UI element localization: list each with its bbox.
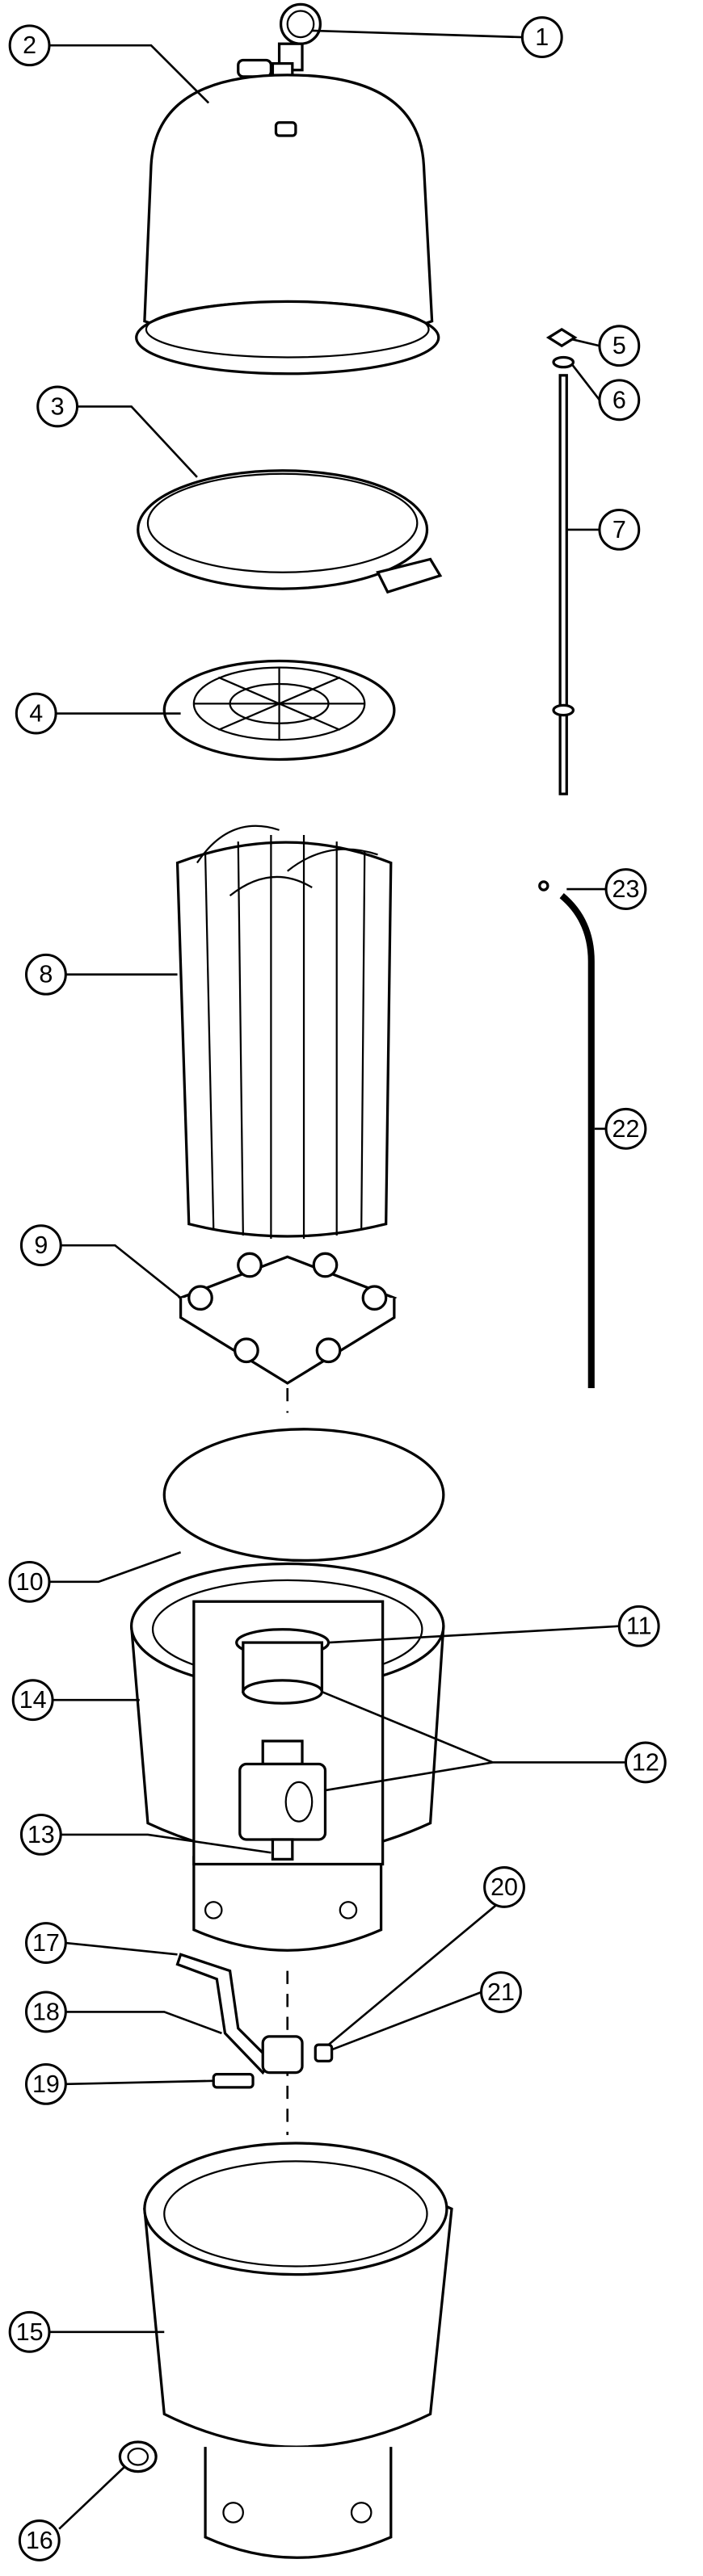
- callout-2: 2: [8, 24, 51, 67]
- callout-6: 6: [598, 379, 641, 422]
- grid-plate-part: [162, 659, 396, 761]
- callout-14: 14: [11, 1679, 54, 1722]
- svg-text:6: 6: [612, 386, 626, 413]
- svg-text:2: 2: [23, 31, 36, 59]
- callout-7: 7: [598, 508, 641, 551]
- callout-11: 11: [617, 1605, 660, 1647]
- tie-rod-assembly-part: [545, 327, 578, 795]
- internal-parts: [235, 1628, 330, 1861]
- callout-18: 18: [24, 1991, 67, 2033]
- svg-text:13: 13: [27, 1821, 55, 1848]
- filter-cartridge-part: [175, 824, 393, 1240]
- callout-13: 13: [19, 1813, 62, 1856]
- svg-text:8: 8: [39, 961, 53, 988]
- callout-1: 1: [520, 16, 563, 58]
- callout-16: 16: [18, 2519, 61, 2561]
- svg-text:23: 23: [612, 875, 640, 903]
- svg-text:17: 17: [32, 1929, 60, 1957]
- svg-text:7: 7: [612, 516, 626, 543]
- svg-text:15: 15: [16, 2318, 44, 2346]
- drain-valve-part: [175, 1953, 334, 2089]
- svg-text:1: 1: [535, 23, 549, 51]
- callout-3: 3: [36, 385, 79, 428]
- air-tube-part: [538, 880, 595, 1388]
- callout-12: 12: [624, 1741, 667, 1784]
- callout-10: 10: [8, 1560, 51, 1603]
- svg-text:18: 18: [32, 1998, 60, 2025]
- callout-4: 4: [15, 692, 57, 735]
- manifold-part: [177, 1252, 398, 1385]
- callout-19: 19: [24, 2062, 67, 2105]
- callout-22: 22: [604, 1107, 647, 1150]
- svg-text:19: 19: [32, 2070, 60, 2098]
- callout-8: 8: [24, 953, 67, 996]
- svg-text:11: 11: [626, 1613, 652, 1640]
- callout-17: 17: [24, 1922, 67, 1964]
- svg-text:21: 21: [487, 1978, 515, 2006]
- drain-plug-part: [118, 2440, 158, 2473]
- svg-text:16: 16: [26, 2527, 53, 2554]
- lower-tank-part: [143, 2142, 453, 2559]
- svg-text:4: 4: [29, 700, 43, 728]
- callout-20: 20: [483, 1866, 525, 1908]
- svg-text:14: 14: [19, 1686, 47, 1714]
- callout-15: 15: [8, 2310, 51, 2353]
- callout-9: 9: [19, 1224, 62, 1267]
- svg-text:22: 22: [612, 1115, 640, 1143]
- o-ring-part: [162, 1428, 445, 1563]
- svg-text:12: 12: [632, 1748, 659, 1776]
- svg-text:10: 10: [16, 1568, 44, 1596]
- svg-text:20: 20: [490, 1873, 518, 1901]
- filter-lid-part: [135, 73, 440, 375]
- svg-text:5: 5: [612, 332, 626, 359]
- callout-21: 21: [480, 1971, 522, 2013]
- svg-text:9: 9: [34, 1231, 48, 1259]
- callout-5: 5: [598, 325, 641, 367]
- svg-text:3: 3: [51, 392, 65, 420]
- callout-23: 23: [604, 868, 647, 910]
- leader-lines: [48, 29, 626, 2530]
- pressure-gauge-part: [237, 2, 322, 78]
- clamp-ring-part: [137, 469, 443, 594]
